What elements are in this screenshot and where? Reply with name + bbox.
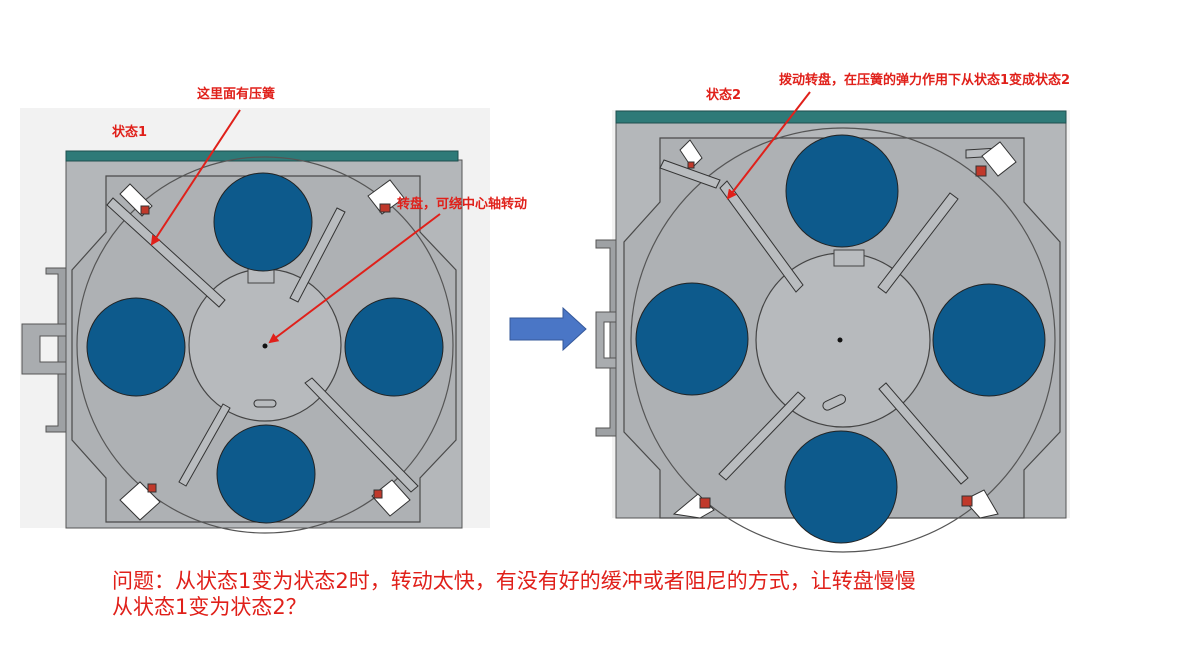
state1-label: 状态1	[112, 125, 148, 140]
wafer	[344, 297, 444, 397]
wafer	[635, 282, 749, 396]
turntable-pointer-arrow	[268, 213, 441, 344]
question-text: 问题：从状态1变为状态2时，转动太快，有没有好的缓冲或者阻尼的方式，让转盘慢慢 …	[112, 568, 1112, 620]
wafer	[784, 430, 898, 544]
question-line-1: 问题：从状态1变为状态2时，转动太快，有没有好的缓冲或者阻尼的方式，让转盘慢慢	[112, 569, 916, 593]
state2-label: 状态2	[706, 88, 742, 103]
wafer	[932, 283, 1046, 397]
spring-pointer-arrow	[150, 109, 241, 246]
wafer	[785, 134, 899, 248]
wafer	[216, 424, 316, 524]
transition-arrow	[509, 306, 587, 352]
state2-pointer-arrow	[726, 91, 811, 200]
wafer	[213, 172, 313, 272]
spring-note-label: 这里面有压簧	[197, 87, 276, 102]
state2-assembly	[595, 110, 1070, 553]
spring-action-note-label: 拨动转盘，在压簧的弹力作用下从状态1变成状态2	[779, 73, 1071, 88]
wafer	[86, 297, 186, 397]
turntable-note-label: 转盘，可绕中心轴转动	[397, 197, 528, 212]
state1-assembly	[20, 108, 490, 534]
question-line-2: 从状态1变为状态2？	[112, 595, 307, 619]
